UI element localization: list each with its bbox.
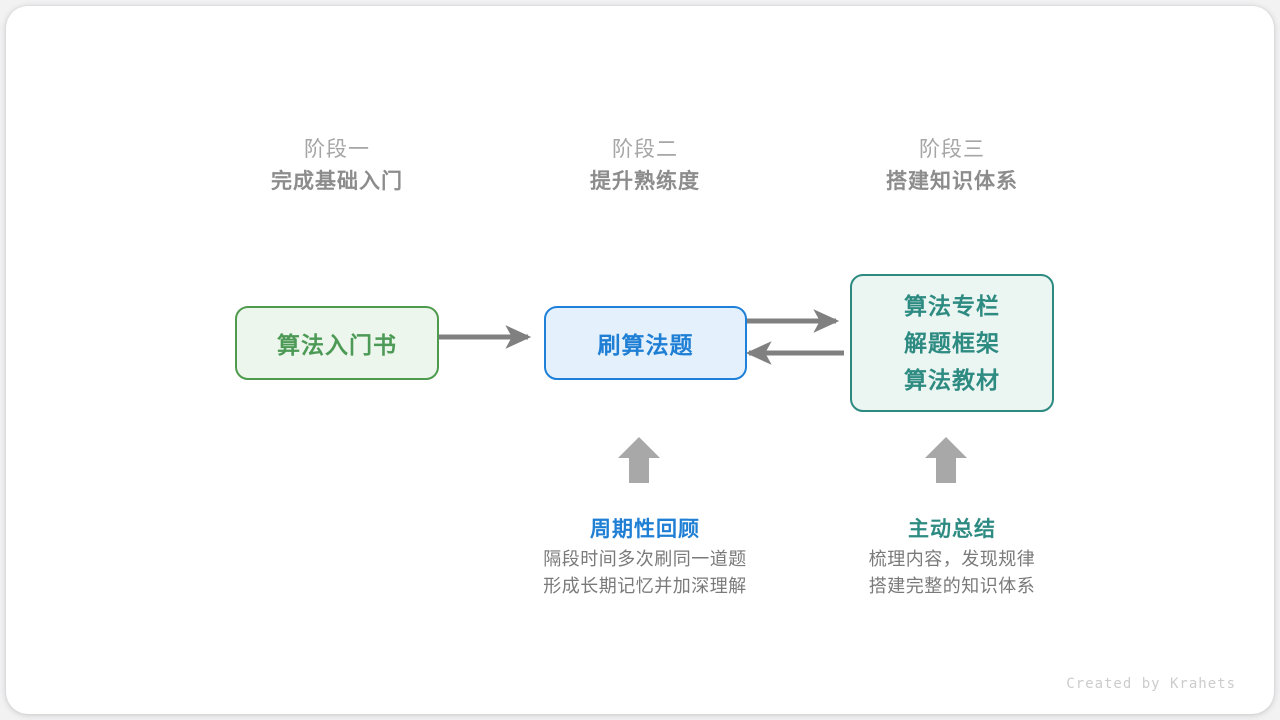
box-intro-book-label: 算法入门书 [277,332,397,358]
box-knowledge-line-1: 算法专栏 [904,292,1000,319]
box-knowledge-line-2: 解题框架 [904,329,1000,356]
box-practice-problems-label: 刷算法题 [597,332,694,358]
note-active-summary: 主动总结 梳理内容，发现规律 搭建完整的知识体系 [802,514,1102,600]
stage-2-index: 阶段二 [612,138,678,161]
stage-3-goal: 搭建知识体系 [886,170,1018,193]
stage-header-1: 阶段一 完成基础入门 [197,135,477,199]
up-arrow-icon-summary [925,437,967,483]
note-periodic-review-title: 周期性回顾 [590,518,700,541]
note-periodic-review-line-2: 形成长期记忆并加深理解 [543,576,747,596]
box-practice-problems[interactable]: 刷算法题 [544,306,747,380]
watermark-credit: Created by Krahets [1066,676,1236,692]
note-active-summary-line-1: 梳理内容，发现规律 [868,549,1036,569]
stage-header-2: 阶段二 提升熟练度 [505,135,785,199]
up-arrow-icon-review [618,437,660,483]
box-intro-book[interactable]: 算法入门书 [235,306,439,380]
note-periodic-review: 周期性回顾 隔段时间多次刷同一道题 形成长期记忆并加深理解 [495,514,795,600]
stage-2-goal: 提升熟练度 [590,170,700,193]
note-active-summary-title: 主动总结 [908,518,996,541]
diagram-card: 阶段一 完成基础入门 阶段二 提升熟练度 阶段三 搭建知识体系 [6,6,1274,714]
stage-1-index: 阶段一 [304,138,370,161]
note-periodic-review-line-1: 隔段时间多次刷同一道题 [543,549,747,569]
stage-3-index: 阶段三 [919,138,985,161]
box-knowledge-line-3: 算法教材 [904,366,1000,393]
stage-1-goal: 完成基础入门 [271,170,403,193]
box-knowledge-resources[interactable]: 算法专栏 解题框架 算法教材 [850,274,1054,412]
stage-header-3: 阶段三 搭建知识体系 [812,135,1092,199]
note-active-summary-line-2: 搭建完整的知识体系 [868,576,1036,596]
